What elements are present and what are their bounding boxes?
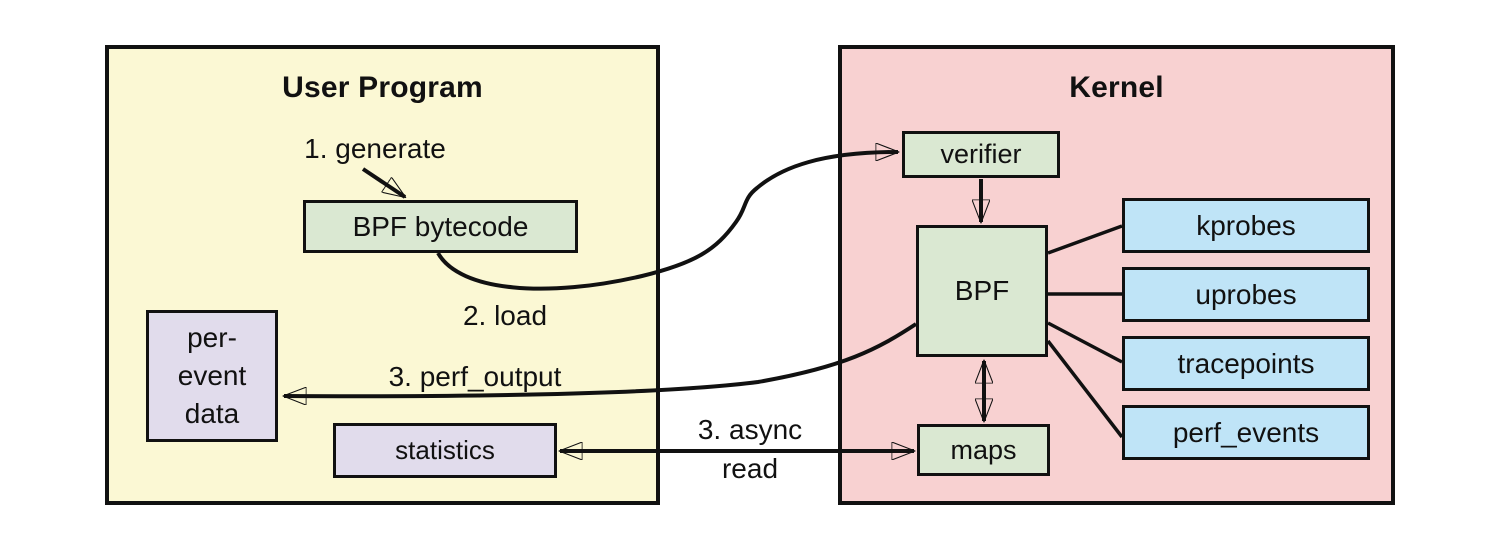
maps-node: maps xyxy=(917,424,1050,476)
statistics-node: statistics xyxy=(333,423,557,478)
per-event-data-line2: event xyxy=(177,360,247,392)
step3-async-read-label-line2: read xyxy=(721,453,779,484)
uprobes-node: uprobes xyxy=(1122,267,1370,322)
kernel-title: Kernel xyxy=(1069,71,1164,104)
bpf-bytecode-label: BPF bytecode xyxy=(352,210,529,242)
step2-load-label: 2. load xyxy=(462,300,548,331)
kprobes-label: kprobes xyxy=(1196,209,1296,241)
verifier-node: verifier xyxy=(902,131,1060,178)
uprobes-label: uprobes xyxy=(1195,278,1297,310)
kprobes-node: kprobes xyxy=(1122,198,1370,253)
bpf-label: BPF xyxy=(954,275,1010,307)
per-event-data-line3: data xyxy=(184,397,240,429)
perf-events-node: perf_events xyxy=(1122,405,1370,460)
maps-label: maps xyxy=(950,434,1017,465)
step3-async-read-label-line1: 3. async xyxy=(697,414,803,445)
statistics-label: statistics xyxy=(395,434,495,465)
step1-generate-label: 1. generate xyxy=(304,133,446,164)
perf-events-label: perf_events xyxy=(1172,416,1320,448)
tracepoints-node: tracepoints xyxy=(1122,336,1370,391)
bpf-bytecode-node: BPF bytecode xyxy=(303,200,578,253)
per-event-data-line1: per- xyxy=(187,322,237,354)
verifier-label: verifier xyxy=(940,139,1022,170)
user-program-title: User Program xyxy=(282,71,483,104)
per-event-data-label: per- event data xyxy=(178,319,247,432)
step3-perf-output-label: 3. perf_output xyxy=(388,361,562,392)
tracepoints-label: tracepoints xyxy=(1177,347,1315,379)
per-event-data-node: per- event data xyxy=(146,310,278,442)
bpf-node: BPF xyxy=(916,225,1048,357)
